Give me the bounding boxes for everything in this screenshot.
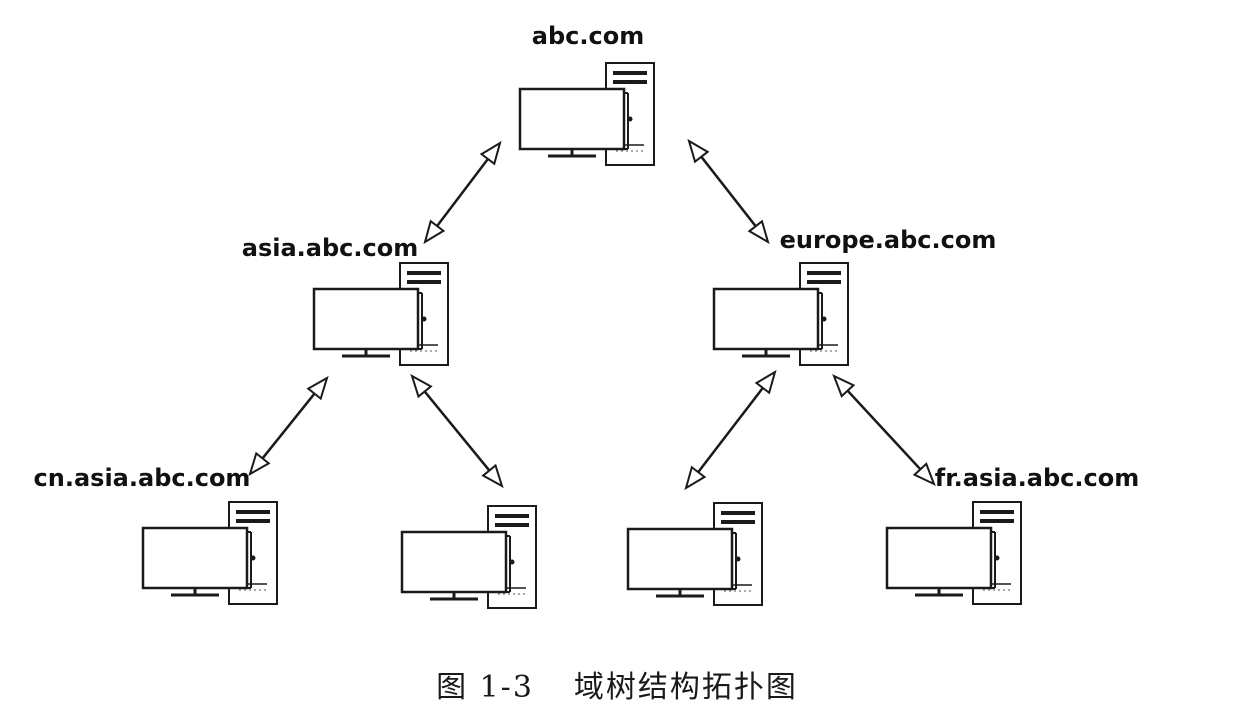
node-cn: cn.asia.abc.com (34, 464, 279, 606)
node-label-fr: fr.asia.abc.com (935, 464, 1139, 492)
arrowhead-icon (410, 373, 433, 399)
computer-icon (400, 504, 538, 610)
link-line (699, 154, 758, 229)
arrowhead-icon (248, 451, 271, 477)
figure-caption: 图 1-3 域树结构拓扑图 (0, 662, 1234, 706)
link-line (845, 388, 923, 472)
links-layer (248, 138, 936, 491)
computer-icon (712, 261, 850, 367)
node-label-europe: europe.abc.com (780, 226, 997, 254)
arrowhead-icon (306, 375, 329, 401)
arrowhead-icon (687, 138, 710, 164)
node-europe-child1 (626, 501, 764, 607)
link-europe-fr (832, 374, 936, 486)
arrowhead-icon (684, 465, 707, 491)
link-line (434, 156, 491, 229)
computer-icon (141, 500, 279, 606)
arrowhead-icon (747, 219, 770, 245)
node-fr: fr.asia.abc.com (885, 464, 1139, 606)
link-line (695, 385, 766, 475)
link-asia-cn (248, 375, 329, 477)
arrowhead-icon (479, 140, 502, 166)
computer-icon (518, 61, 656, 167)
node-label-root: abc.com (532, 22, 644, 50)
caption-number: 图 1-3 (436, 670, 534, 705)
link-line (260, 391, 317, 461)
arrowhead-icon (912, 462, 936, 486)
node-label-cn: cn.asia.abc.com (34, 464, 251, 492)
computer-icon (885, 500, 1023, 606)
node-asia-child2 (400, 504, 538, 610)
link-europe-europe_child1 (684, 369, 777, 491)
caption-title: 域树结构拓扑图 (573, 670, 798, 705)
node-label-asia: asia.abc.com (242, 234, 418, 262)
arrowhead-icon (481, 463, 504, 489)
link-root-asia (423, 140, 502, 245)
arrowhead-icon (423, 219, 446, 245)
link-line (422, 389, 492, 473)
arrowhead-icon (754, 369, 777, 395)
link-root-europe (687, 138, 770, 245)
computer-icon (312, 261, 450, 367)
link-asia-asia_child2 (410, 373, 504, 489)
node-asia: asia.abc.com (242, 234, 450, 367)
computer-icon (626, 501, 764, 607)
node-europe: europe.abc.com (712, 226, 997, 367)
arrowhead-icon (832, 374, 856, 398)
node-root: abc.com (518, 22, 656, 167)
